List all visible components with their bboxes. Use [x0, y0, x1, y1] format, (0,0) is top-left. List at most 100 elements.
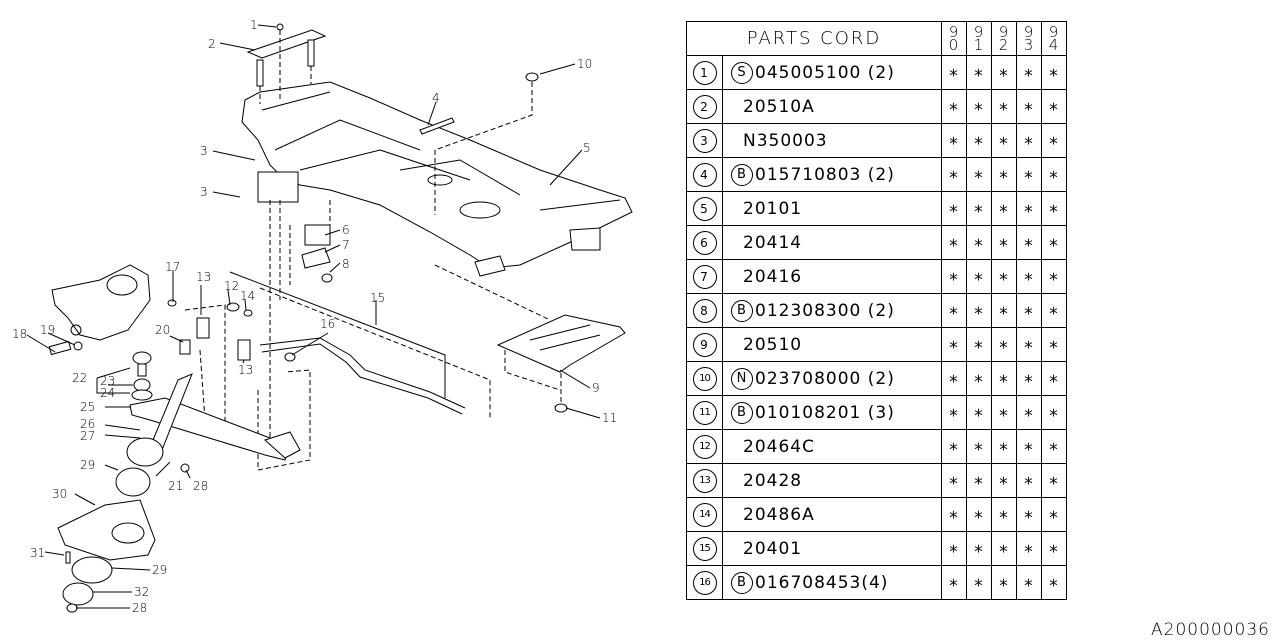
callout-17: 17 — [165, 260, 180, 274]
year-applicability-mark: ∗ — [966, 157, 992, 192]
year-applicability-mark: ∗ — [966, 191, 992, 226]
item-number-badge: 14 — [692, 503, 717, 527]
year-applicability-mark: ∗ — [966, 531, 992, 566]
part-code-cell: 20428 — [722, 463, 942, 498]
part-code: 20428 — [743, 470, 803, 491]
item-number-badge: 10 — [692, 367, 717, 391]
callout-27: 27 — [80, 429, 95, 443]
callout-13a: 13 — [196, 270, 211, 284]
part-prefix-badge: B — [731, 401, 753, 424]
item-number-badge: 13 — [692, 469, 717, 493]
year-applicability-mark: ∗ — [966, 89, 992, 124]
year-applicability-mark: ∗ — [1041, 565, 1067, 600]
part-code-cell: 20486A — [722, 497, 942, 532]
callout-1: 1 — [250, 18, 258, 32]
callout-28a: 28 — [193, 479, 208, 493]
year-applicability-mark: ∗ — [1016, 123, 1042, 158]
year-applicability-mark: ∗ — [966, 225, 992, 260]
part-code: 045005100 (2) — [755, 62, 895, 83]
item-number-cell: 16 — [686, 565, 723, 600]
year-applicability-mark: ∗ — [966, 259, 992, 294]
year-applicability-mark: ∗ — [1016, 429, 1042, 464]
item-number-badge: 5 — [692, 196, 717, 221]
year-applicability-mark: ∗ — [1016, 565, 1042, 600]
year-applicability-mark: ∗ — [1016, 225, 1042, 260]
part-code-cell: 20510A — [722, 89, 942, 124]
leader-lines — [26, 24, 601, 609]
callout-labels: 1 2 3 3 4 5 6 7 8 9 10 11 12 13 13 14 15… — [12, 18, 617, 615]
year-applicability-mark: ∗ — [966, 429, 992, 464]
item-number-badge: 6 — [692, 230, 717, 255]
year-applicability-mark: ∗ — [991, 361, 1017, 396]
callout-15: 15 — [370, 291, 385, 305]
year-applicability-mark: ∗ — [941, 225, 967, 260]
item-number-cell: 5 — [686, 191, 723, 226]
callout-2: 2 — [208, 37, 216, 51]
part-prefix-badge: B — [731, 163, 753, 186]
parts-cord-header: PARTS CORD — [686, 21, 942, 56]
part-code-cell: 20101 — [722, 191, 942, 226]
part-code-cell: 20414 — [722, 225, 942, 260]
plate-assembly — [246, 23, 327, 104]
year-applicability-mark: ∗ — [941, 429, 967, 464]
year-applicability-mark: ∗ — [966, 123, 992, 158]
year-applicability-mark: ∗ — [1041, 259, 1067, 294]
part-code: 023708000 (2) — [755, 368, 895, 389]
callout-24: 24 — [100, 386, 115, 400]
year-applicability-mark: ∗ — [991, 191, 1017, 226]
year-applicability-mark: ∗ — [1016, 361, 1042, 396]
year-applicability-mark: ∗ — [941, 565, 967, 600]
damper-stack — [131, 351, 153, 401]
bolt-and-nut — [419, 72, 539, 215]
year-applicability-mark: ∗ — [966, 327, 992, 362]
item-number-badge: 15 — [692, 537, 717, 561]
year-applicability-mark: ∗ — [1016, 157, 1042, 192]
year-applicability-mark: ∗ — [991, 225, 1017, 260]
callout-5: 5 — [583, 141, 591, 155]
item-number-cell: 3 — [686, 123, 723, 158]
year-applicability-mark: ∗ — [1041, 361, 1067, 396]
part-code: 012308300 (2) — [755, 300, 895, 321]
year-applicability-mark: ∗ — [941, 361, 967, 396]
year-applicability-mark: ∗ — [1016, 395, 1042, 430]
year-applicability-mark: ∗ — [1016, 89, 1042, 124]
item-number-cell: 12 — [686, 429, 723, 464]
callout-10: 10 — [577, 57, 592, 71]
year-applicability-mark: ∗ — [991, 293, 1017, 328]
item-number-cell: 11 — [686, 395, 723, 430]
callout-12: 12 — [224, 279, 239, 293]
year-applicability-mark: ∗ — [991, 327, 1017, 362]
year-applicability-mark: ∗ — [1041, 123, 1067, 158]
year-applicability-mark: ∗ — [1016, 497, 1042, 532]
callout-6: 6 — [342, 223, 350, 237]
part-code: 010108201 (3) — [755, 402, 895, 423]
year-applicability-mark: ∗ — [991, 395, 1017, 430]
part-code: 20101 — [743, 198, 803, 219]
part-code: 20414 — [743, 232, 803, 253]
item-number-badge: 16 — [692, 571, 717, 595]
callout-25: 25 — [80, 400, 95, 414]
year-applicability-mark: ∗ — [1041, 55, 1067, 90]
part-code: 20464C — [743, 436, 815, 457]
callout-18: 18 — [12, 327, 27, 341]
year-applicability-mark: ∗ — [1016, 327, 1042, 362]
callout-7: 7 — [342, 238, 350, 252]
callout-29b: 29 — [152, 563, 167, 577]
exploded-parts-diagram: 1 2 3 3 4 5 6 7 8 9 10 11 12 13 13 14 15… — [12, 18, 633, 615]
item-number-cell: 10 — [686, 361, 723, 396]
item-number-cell: 14 — [686, 497, 723, 532]
